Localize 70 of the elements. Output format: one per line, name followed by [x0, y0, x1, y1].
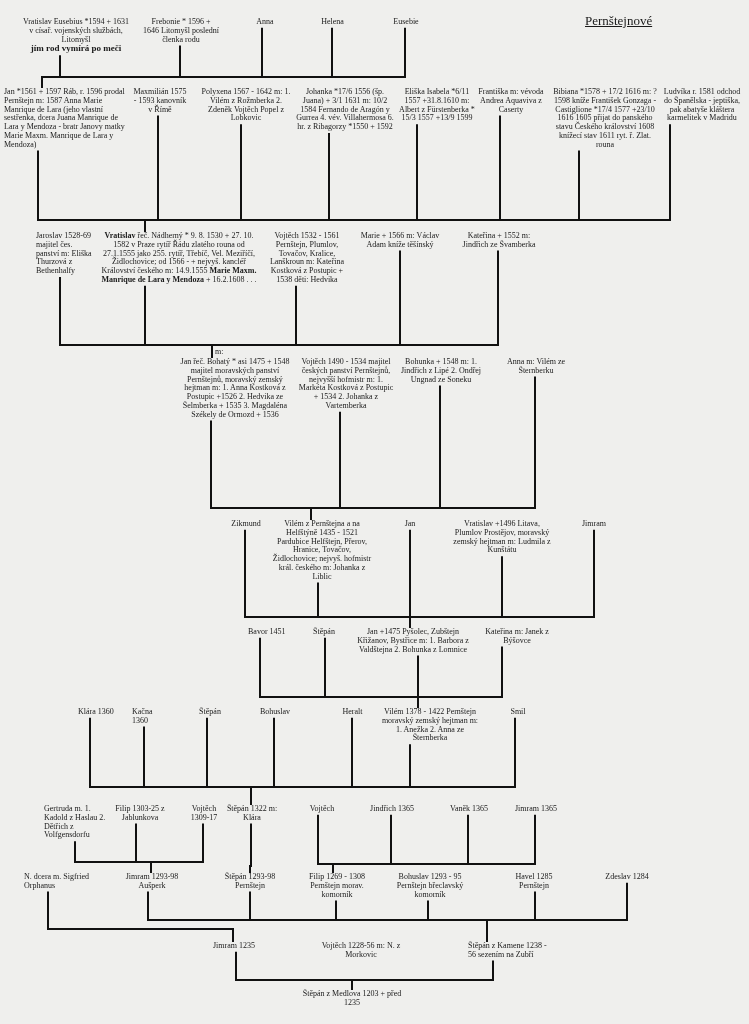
person-entry: Ludvíka r. 1581 odchod do Španělska - jeptiška, pak abatyše kláštera karmelitek v Madridu [662, 88, 742, 124]
person-entry: Polyxena 1567 - 1642 m: 1. Vilém z Rožmberka 2. Zdeněk Vojtěch Popel z Lobkovic [200, 88, 292, 124]
family-line [144, 123, 671, 233]
lineage-note: jím rod vymírá po meči [29, 44, 123, 55]
person-entry: Štěpán z Kamene 1238 - 56 sezením na Zubří [468, 942, 548, 960]
diagram-title: Pernštejnové [585, 14, 653, 29]
person-entry: Jan *1561 + 1597 Ráb, r. 1596 prodal Pernštejn m: 1587 Anna Marie Manrique de Lara (jeho vlastní sestřenka, dcera Juana Manrique de Lara y Mendoza - bratr Janovy matky Marie Maxm. Manrique de Lara y Mendoza) [4, 88, 126, 150]
person-entry: Havel 1285 Pernštejn [514, 873, 554, 891]
marriage-label: m: [215, 348, 224, 357]
person-entry: Helena [320, 18, 345, 27]
person-entry: Marie + 1566 m: Václav Adam kníže těšínský [360, 232, 440, 250]
person-entry: Jimram 1235 [212, 942, 256, 951]
person-entry: Vratislav řeč. Nádherný * 9. 8. 1530 + 27. 10. 1582 v Praze rytíř Řádu zlatého rouna od 27.1.1555 jako 255. rytíř, Třebíč, Vel. Meziříčí, Židlochovice; od 1566 - + nejvyš. kancléř Království českého m: 14.9.1555 Marie Maxm. Manrique de Lara y Mendoza + 16.2.1608 . . . [100, 232, 258, 285]
person-entry: Bohunka + 1548 m: 1. Jindřich z Lipé 2. Ondřej Ungnad ze Soneku [399, 358, 483, 385]
person-entry: Zikmund [230, 520, 262, 529]
family-line [310, 375, 536, 521]
person-entry: Štěpán 1293-98 Pernštejn [224, 873, 276, 891]
person-entry: Jan +1475 Pyšolec, Zubštejn Křižanov, Bystřice m: 1. Barbora z Valdštejna 2. Bohunka z Lomnice [356, 628, 470, 655]
person-entry: Jimram 1293-98 Aušperk [124, 873, 180, 891]
family-line [250, 716, 516, 806]
person-entry: Jimram 1365 [514, 805, 558, 814]
person-entry: Vojtěch 1228-56 m: N. z Morkovic [320, 942, 402, 960]
person-entry: Kateřina + 1552 m: Jindřich ze Švamberka [461, 232, 537, 250]
person-entry: Jimram [581, 520, 607, 529]
family-line [486, 881, 628, 943]
person-entry: Kateřina m: Janek z Býšovce [484, 628, 550, 646]
person-entry: Eliška Isabela *6/11 1557 +31.8.1610 m: Albert z Fürstenberka * 15/3 1557 +13/9 1599 [398, 88, 476, 124]
person-entry: Vilém z Pernštejna a na Helfštýně 1435 - 1521 Pardubice Helfštejn, Přerov, Hranice, Tovačov, Židlochovice; nejvyš. hofmistr král. českého m: Johanka z Liblic [271, 520, 373, 582]
person-entry: Anna m: Vilém ze Šternberku [505, 358, 567, 376]
person-entry: Vojtěch 1532 - 1561 Pernštejn, Plumlov, Tovačov, Kralice, Lanškroun m: Kateřina Kostková z Postupic + 1538 děti: Hedvika [268, 232, 346, 285]
person-entry: Jaroslav 1528-69 majitel čes. panství m: Eliška Thurzová z Bethenhalfy [36, 232, 93, 276]
person-entry: Zdeslav 1284 [604, 873, 650, 882]
family-line [249, 822, 252, 874]
family-line [41, 26, 406, 89]
person-entry: Anna [255, 18, 275, 27]
person-entry: Bibiana *1578 + 17/2 1616 m: ? 1598 kníže František Gonzaga - Castiglione *17/4 1577 +23/10 1616 1605 přijat do panského stavu Českého království 1608 knížecí stav 1611 ryt. ř. Zlat. rouna [552, 88, 658, 150]
person-entry: Štěpán z Medlova 1203 + před 1235 [301, 990, 403, 1008]
person-entry: Heralt [341, 708, 364, 717]
person-entry: Smil [509, 708, 527, 717]
person-entry: Štěpán 1322 m: Klára [226, 805, 278, 823]
person-entry: Vaněk 1365 [449, 805, 489, 814]
person-entry: Jan řeč. Bohatý * asi 1475 + 1548 majitel moravských panství Pernštejnů, moravský zemský hejtman m: 1. Anna Kostková z Postupic +1526 2. Hedvika ze Šelmberka + 1535 3. Magdaléna Székely de Ormozd + 1536 [179, 358, 291, 420]
person-entry: Frebonie * 1596 + 1646 Litomyšl poslední členka rodu [143, 18, 219, 45]
person-entry: Filip 1303-25 z Jablunkova [114, 805, 166, 823]
person-entry: Jindřich 1365 [370, 805, 414, 814]
person-entry: Františka m: vévoda Andrea Aquaviva z Caserty [477, 88, 545, 115]
person-entry: Filip 1269 - 1308 Pernštejn morav. komorník [308, 873, 366, 900]
person-entry: Eusebie [392, 18, 420, 27]
person-entry: Vojtěch [308, 805, 336, 814]
person-entry: N. dcera m. Sigfried Orphanus [24, 873, 91, 891]
family-line [351, 959, 494, 991]
person-entry: Klára 1360 [78, 708, 114, 717]
person-entry: Vratislav +1496 Litava, Plumlov Prostějov, moravský zemský hejtman m: Ludmila z Kunštátu [452, 520, 552, 556]
family-line [332, 813, 536, 874]
person-entry: Štěpán [312, 628, 336, 637]
person-entry: Vratislav Eusebius *1594 + 1631 v císař. vojenských službách, Litomyšl [21, 18, 131, 45]
family-line [211, 249, 499, 359]
person-entry: Bavor 1451 [248, 628, 287, 637]
person-entry: Jan [403, 520, 417, 529]
person-entry: Vojtěch 1490 - 1534 majitel českých panství Pernštejnů, nejvyšší hofmistr m: 1. Markéta Kostková z Postupic + 1534 2. Johanka z Vartemberka [298, 358, 394, 411]
person-entry: Bohuslav [258, 708, 292, 717]
person-entry: Maxmilián 1575 - 1593 kanovník v Římě [132, 88, 188, 115]
person-entry: Bohuslav 1293 - 95 Pernštejn břeclavský komorník [395, 873, 465, 900]
family-line [47, 890, 234, 943]
person-entry: Gertruda m. 1. Kadold z Haslau 2. Dětřich z Volfgensdorfu [44, 805, 107, 841]
person-entry: Vilém 1378 - 1422 Pernštejn moravský zemský hejtman m: 1. Anežka 2. Anna ze Šternberka [380, 708, 480, 744]
person-entry: Kačna 1360 [132, 708, 154, 726]
person-entry: Johanka *17/6 1556 (šp. Juana) + 3/1 1631 m: 10/2 1584 Fernando de Aragón y Gurrea 4. vév. Villahermosa 6. hr. z Ribagorzy *1550 + 1592 [296, 88, 394, 132]
person-entry: Štěpán [198, 708, 222, 717]
person-entry: Vojtěch 1309-17 [189, 805, 219, 823]
